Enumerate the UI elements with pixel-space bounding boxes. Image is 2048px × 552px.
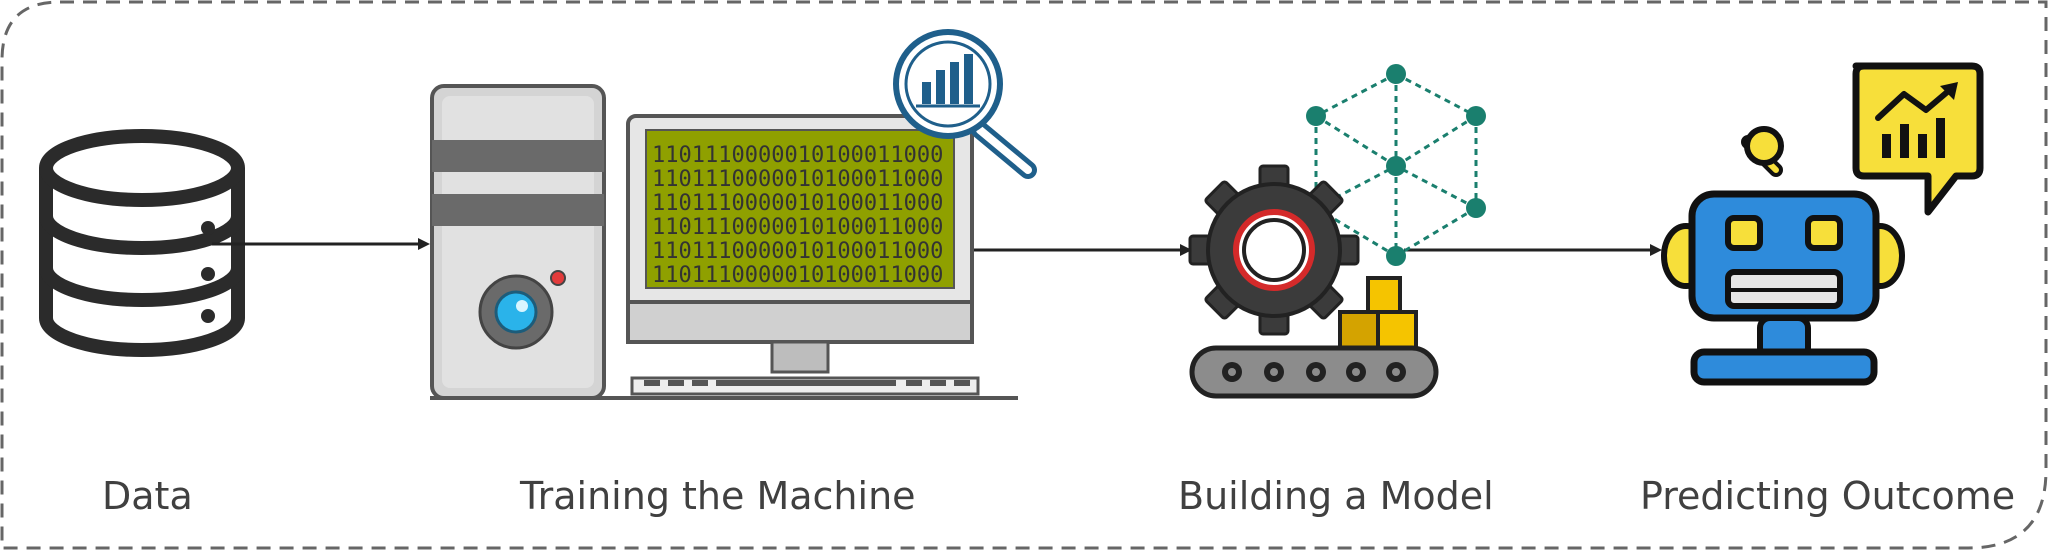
screen-binary-line: 1101110000010100011000 xyxy=(652,167,943,192)
arrow-model-to-prediction xyxy=(1404,244,1662,256)
monitor-icon: 1101110000010100011000 11011100000101000… xyxy=(626,114,974,374)
stage-label-data: Data xyxy=(102,474,193,518)
gear-conveyor-icon xyxy=(1188,164,1439,399)
screen-binary-line: 1101110000010100011000 xyxy=(652,239,943,264)
keyboard-icon xyxy=(430,376,1018,400)
computer-tower-icon xyxy=(430,84,606,400)
screen-binary-line: 1101110000010100011000 xyxy=(652,143,943,168)
stage-label-model: Building a Model xyxy=(1178,474,1494,518)
magnifier-chart-icon xyxy=(893,29,1037,179)
screen-binary-line: 1101110000010100011000 xyxy=(652,263,943,288)
screen-binary-line: 1101110000010100011000 xyxy=(652,215,943,240)
database-icon xyxy=(39,129,245,357)
screen-binary-line: 1101110000010100011000 xyxy=(652,191,943,216)
stage-label-training: Training the Machine xyxy=(520,474,916,518)
stage-label-prediction: Predicting Outcome xyxy=(1640,474,2016,518)
arrow-data-to-training xyxy=(212,238,430,250)
robot-icon xyxy=(1661,126,1905,386)
arrow-training-to-model xyxy=(972,244,1192,256)
trend-chart-bubble-icon xyxy=(1852,62,1984,216)
